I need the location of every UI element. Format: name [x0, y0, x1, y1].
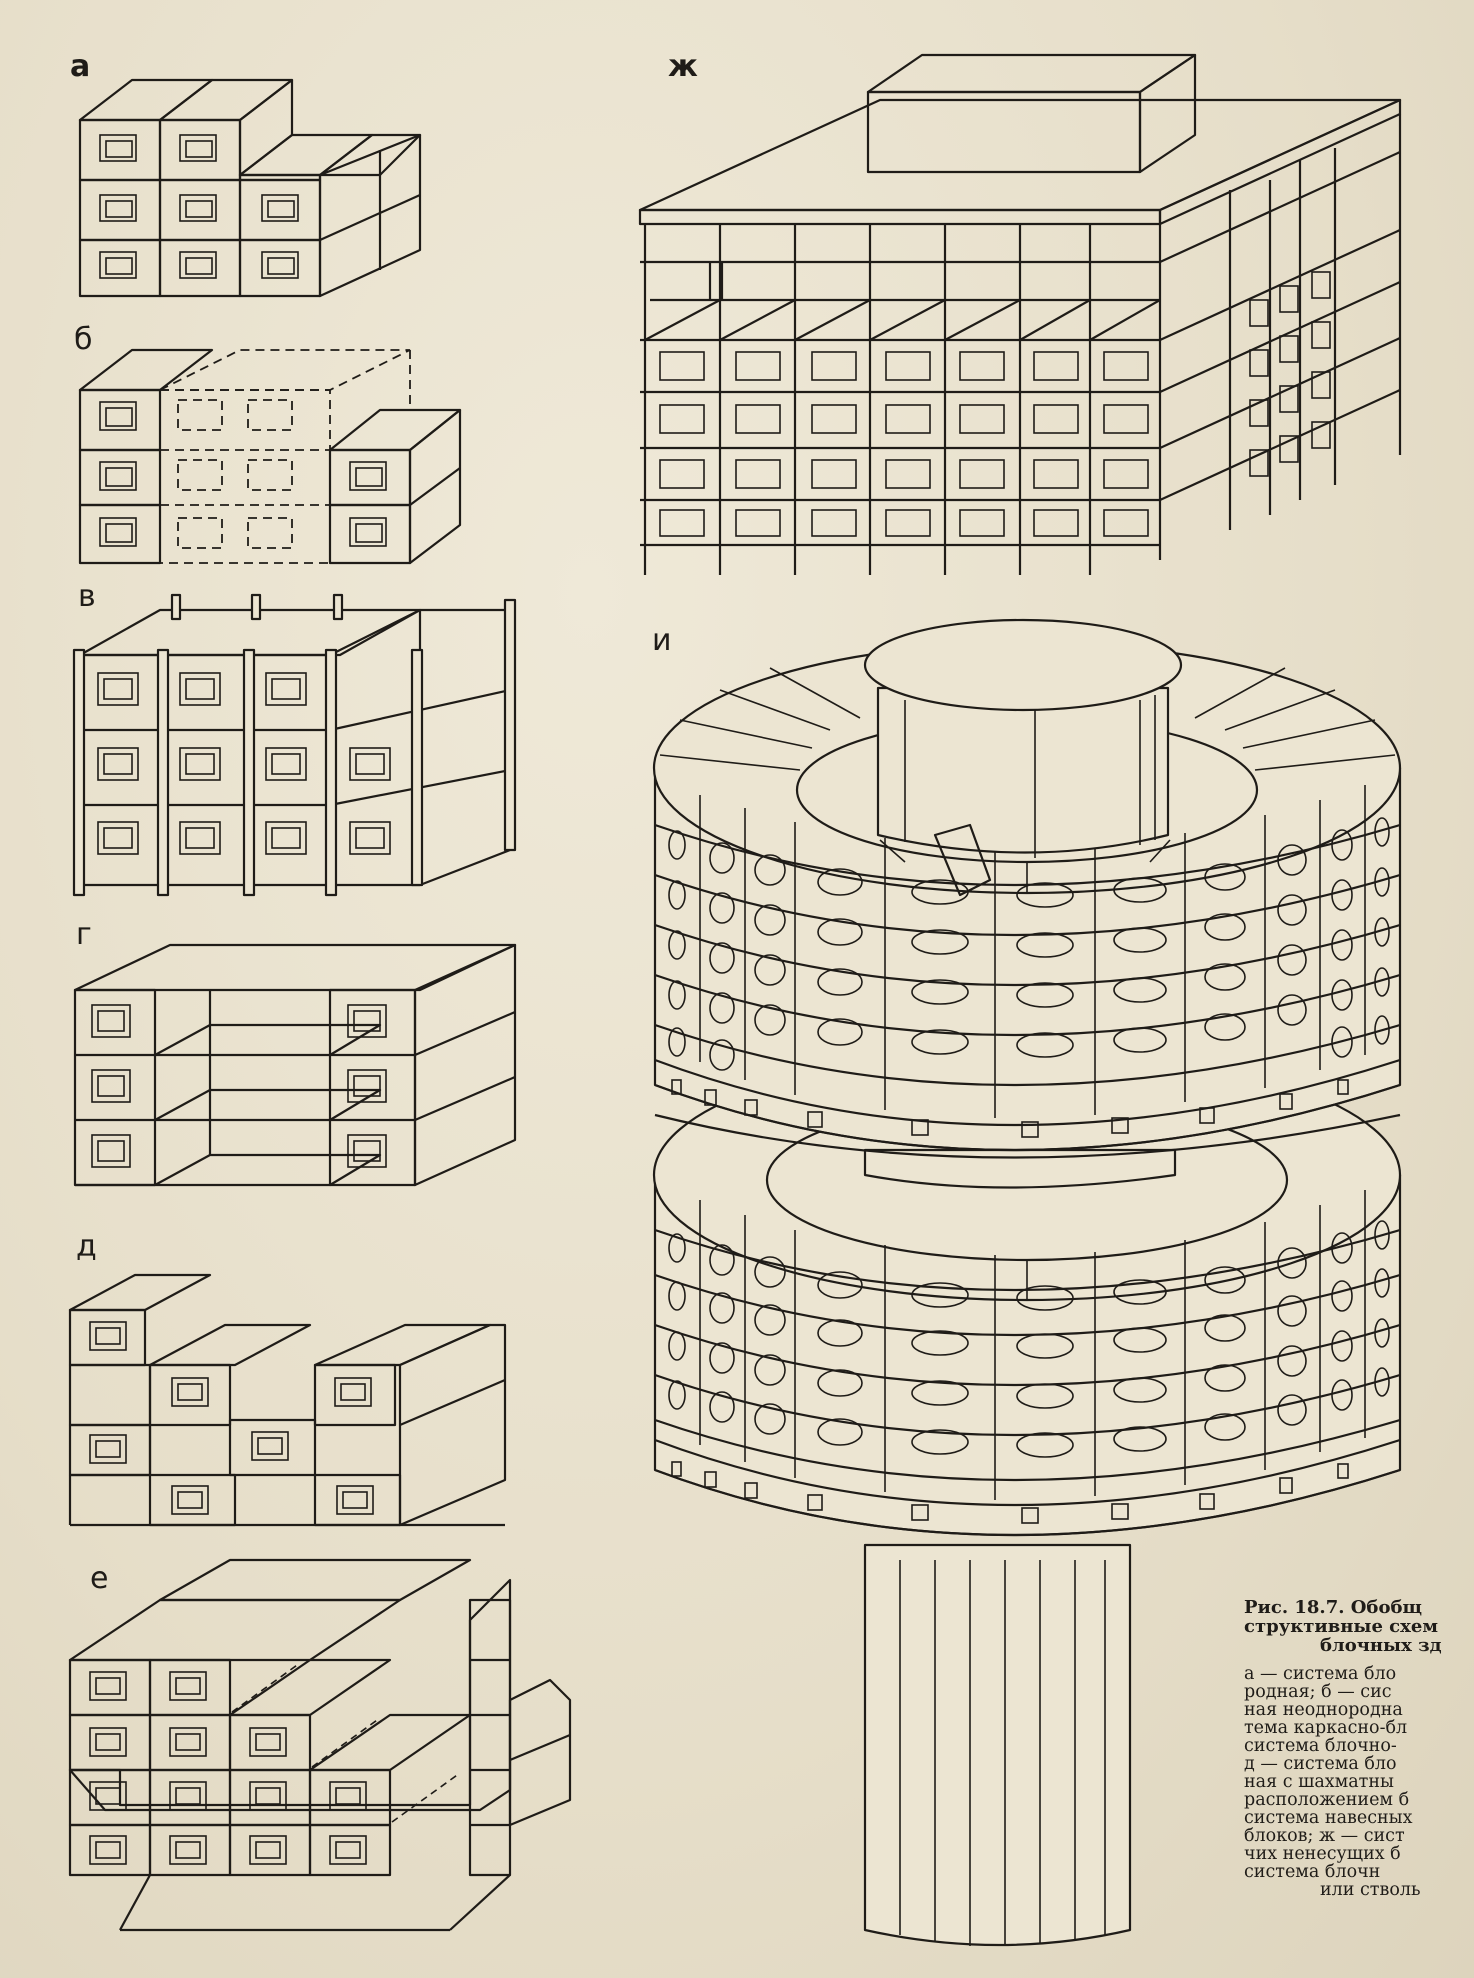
label-zh: ж	[668, 49, 698, 84]
label-b: б	[74, 322, 93, 357]
caption-line: тема каркасно-бл	[1244, 1718, 1408, 1738]
caption-title-line: блочных зд	[1320, 1635, 1442, 1656]
label-a: а	[70, 49, 91, 84]
diagram-zh	[638, 53, 1402, 575]
caption-line: ная неоднородна	[1244, 1700, 1403, 1720]
caption-line: система блочно-	[1244, 1736, 1397, 1756]
figure-caption: Рис. 18.7. Обобщ структивные схем блочны…	[1244, 1598, 1474, 1899]
caption-line: родная; б — сис	[1244, 1682, 1392, 1702]
label-d: д	[76, 1229, 97, 1264]
caption-body: а — система бло родная; б — сис ная неод…	[1244, 1665, 1474, 1899]
caption-title-line: структивные схем	[1244, 1616, 1438, 1637]
diagram-g	[73, 943, 517, 1187]
diagram-e	[68, 1558, 572, 1932]
label-v: в	[78, 579, 96, 614]
diagram-i	[652, 618, 1402, 1947]
caption-line: а — система бло	[1244, 1664, 1397, 1684]
caption-line: чих ненесущих б	[1244, 1844, 1401, 1864]
diagram-b	[78, 348, 462, 565]
label-e: е	[90, 1561, 109, 1596]
diagram-a	[78, 78, 422, 298]
diagram-v	[72, 593, 517, 897]
label-g: г	[76, 917, 92, 952]
caption-line: расположением б	[1244, 1790, 1410, 1810]
caption-line: блоков; ж — сист	[1244, 1826, 1405, 1846]
caption-line: система навесных	[1244, 1808, 1413, 1828]
caption-line: система блочн	[1244, 1862, 1381, 1882]
caption-line: д — система бло	[1244, 1754, 1397, 1774]
caption-line: или стволь	[1320, 1880, 1421, 1899]
diagram-d	[68, 1273, 507, 1527]
caption-title-line: Рис. 18.7. Обобщ	[1244, 1598, 1422, 1618]
caption-title: Рис. 18.7. Обобщ структивные схем блочны…	[1244, 1598, 1474, 1655]
caption-line: ная с шахматны	[1244, 1772, 1394, 1792]
label-i: и	[652, 623, 672, 658]
